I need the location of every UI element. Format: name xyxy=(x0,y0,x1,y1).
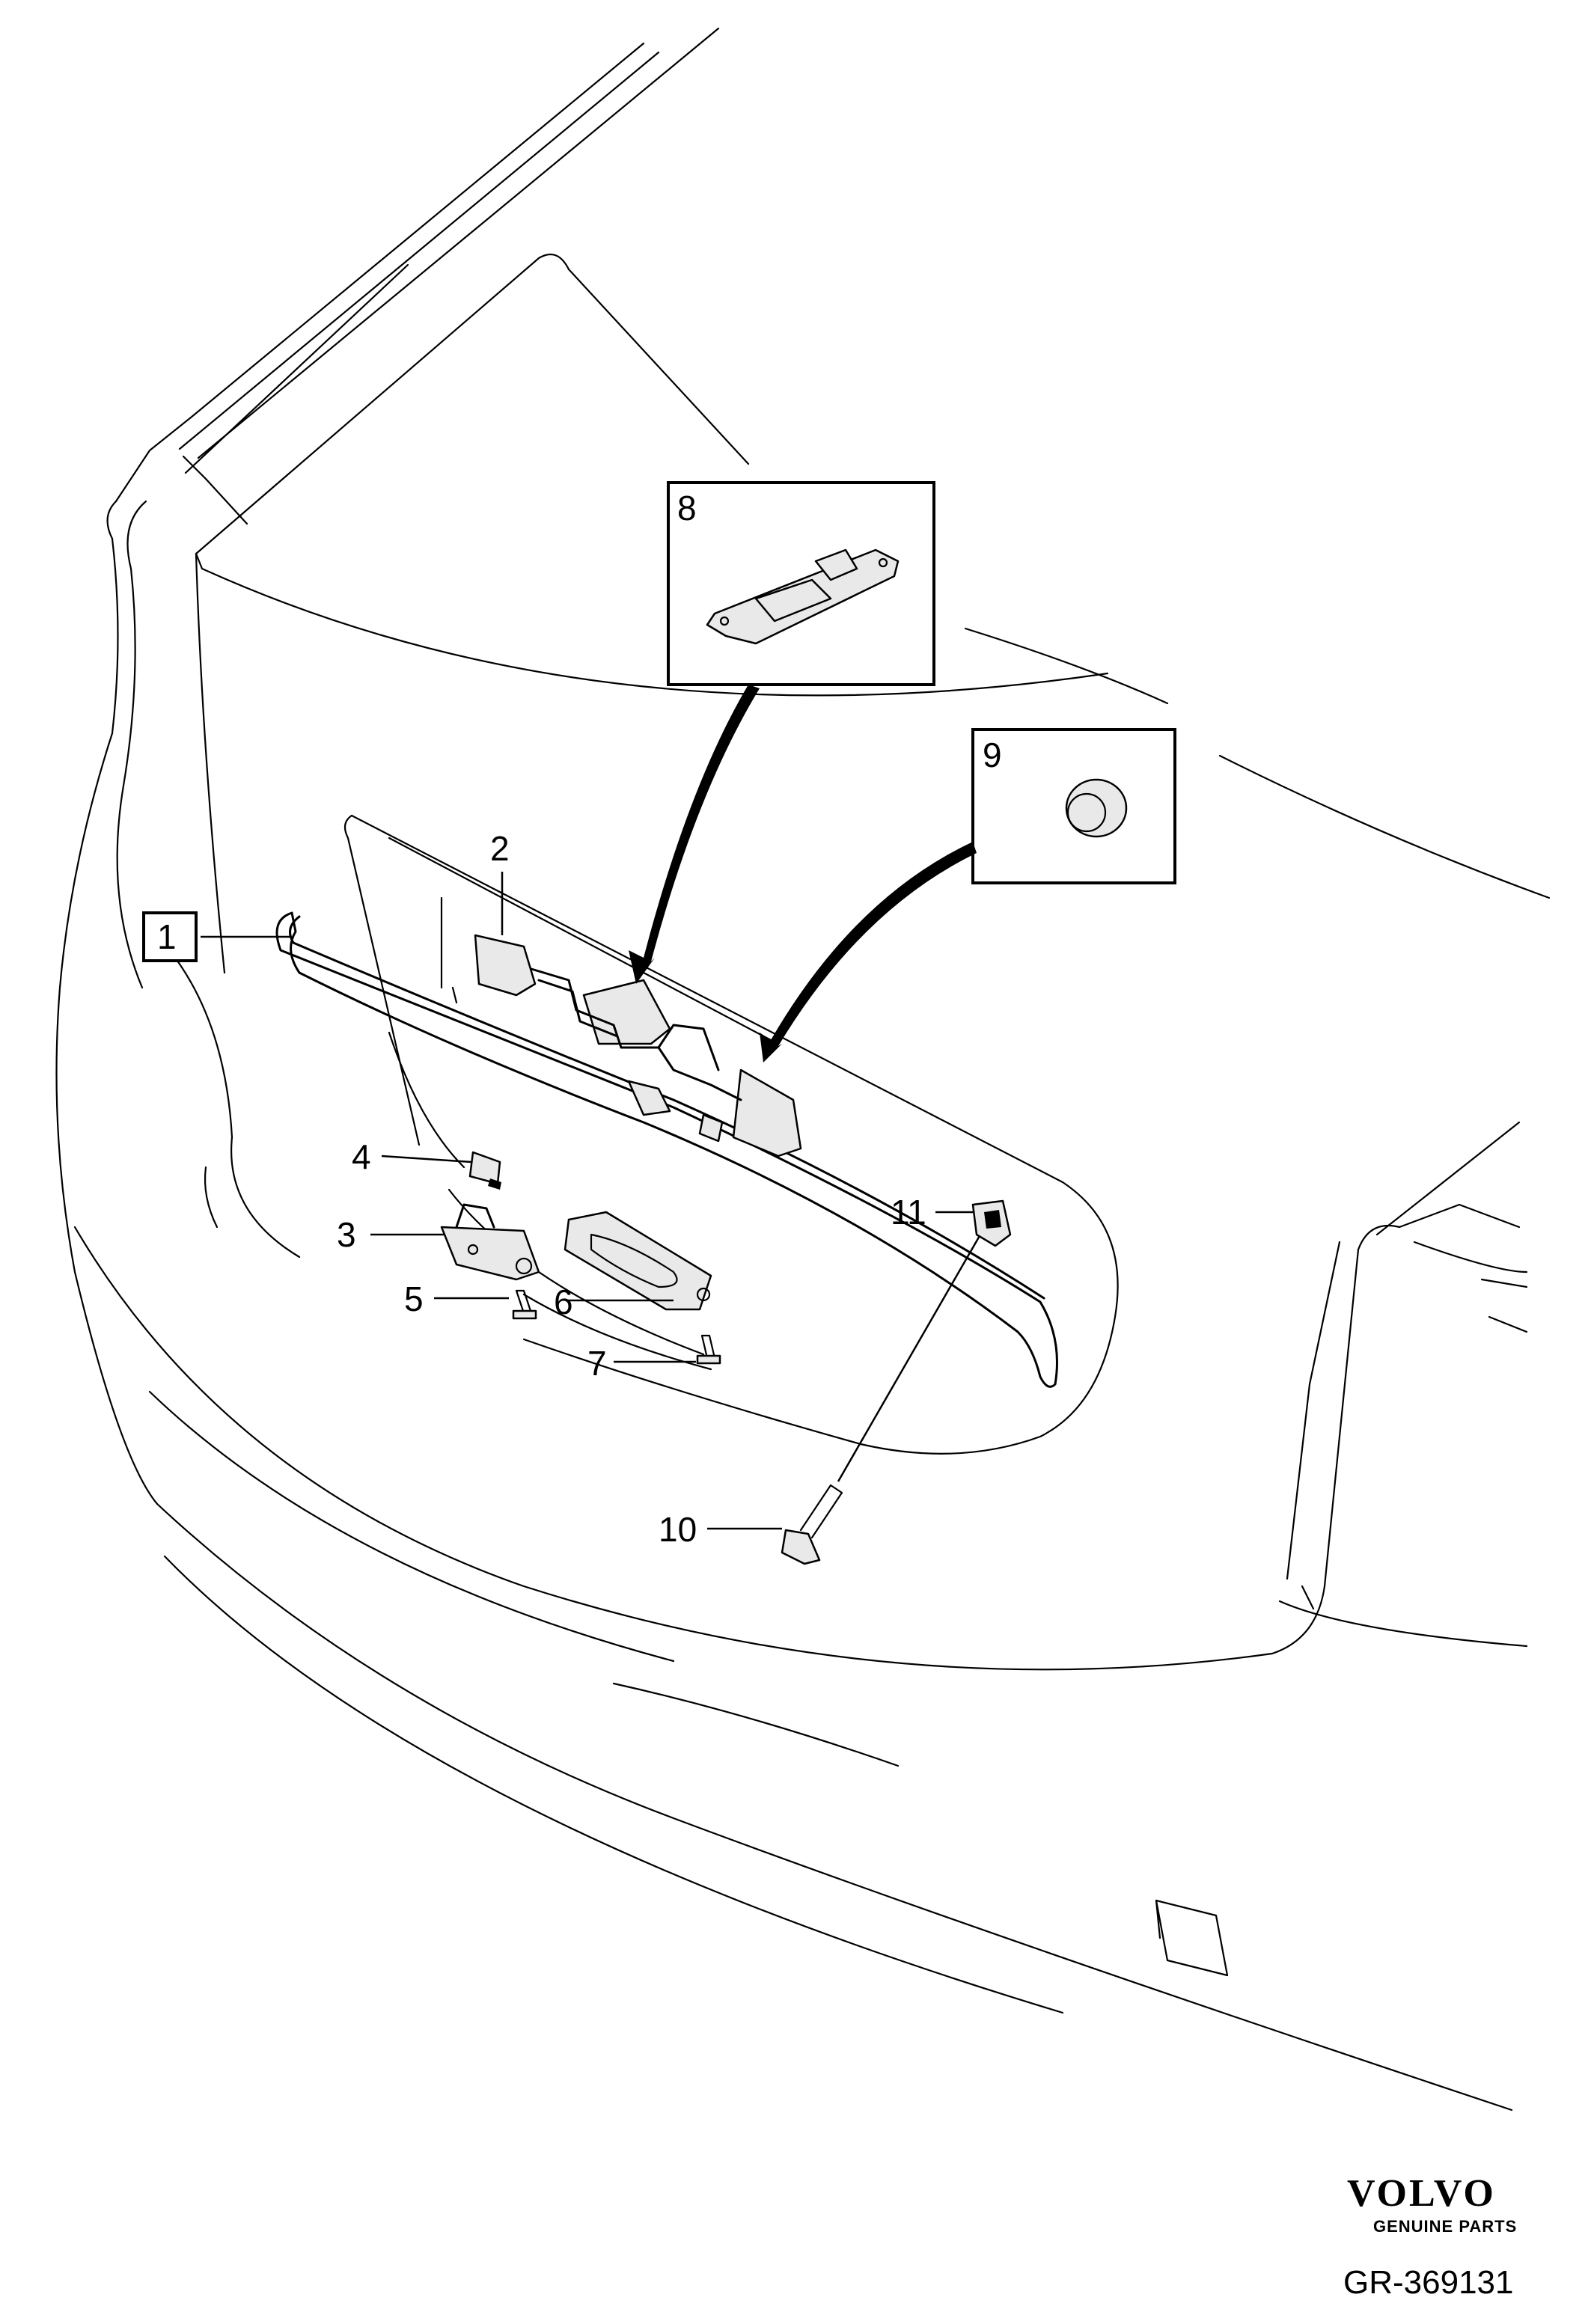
screw-part-5 xyxy=(512,1289,537,1320)
callout-10: 10 xyxy=(659,1510,697,1549)
callout-8: 8 xyxy=(677,489,697,528)
callout-box-1 xyxy=(142,911,198,962)
inset-box-8 xyxy=(667,481,935,686)
leader-lines xyxy=(201,872,973,1530)
brand-logo: VOLVO xyxy=(1347,2172,1496,2215)
callout-5: 5 xyxy=(404,1279,424,1318)
wiring-harness-part-2 xyxy=(474,934,802,1158)
callout-9: 9 xyxy=(983,736,1002,774)
callout-11: 11 xyxy=(891,1193,926,1232)
brand-subtitle: GENUINE PARTS xyxy=(1373,2217,1517,2236)
reference-number: GR-369131 xyxy=(1343,2264,1513,2301)
callout-2: 2 xyxy=(490,829,510,868)
arrow-8-to-harness xyxy=(629,685,760,984)
arrow-9-to-harness xyxy=(760,842,977,1062)
screw-part-7 xyxy=(696,1334,721,1365)
bolt-part-10 xyxy=(781,1234,982,1565)
lamp-housing-part-3 xyxy=(440,1203,540,1281)
callout-1: 1 xyxy=(157,917,177,956)
callout-6: 6 xyxy=(554,1282,573,1321)
grommet-part-11 xyxy=(971,1199,1012,1247)
callout-7: 7 xyxy=(587,1344,607,1383)
car-body-outline xyxy=(55,27,1551,2112)
callout-labels: 1 2 3 4 5 6 7 8 9 10 11 xyxy=(142,489,1002,1549)
switch-part-6 xyxy=(564,1211,712,1311)
trim-moulding-part-1 xyxy=(275,911,1058,1388)
footer: VOLVO GENUINE PARTS GR-369131 xyxy=(1343,2172,1517,2301)
bulb-part-4 xyxy=(468,1151,501,1190)
callout-4: 4 xyxy=(352,1137,371,1176)
inset-box-9 xyxy=(971,728,1176,884)
callout-3: 3 xyxy=(337,1215,356,1254)
